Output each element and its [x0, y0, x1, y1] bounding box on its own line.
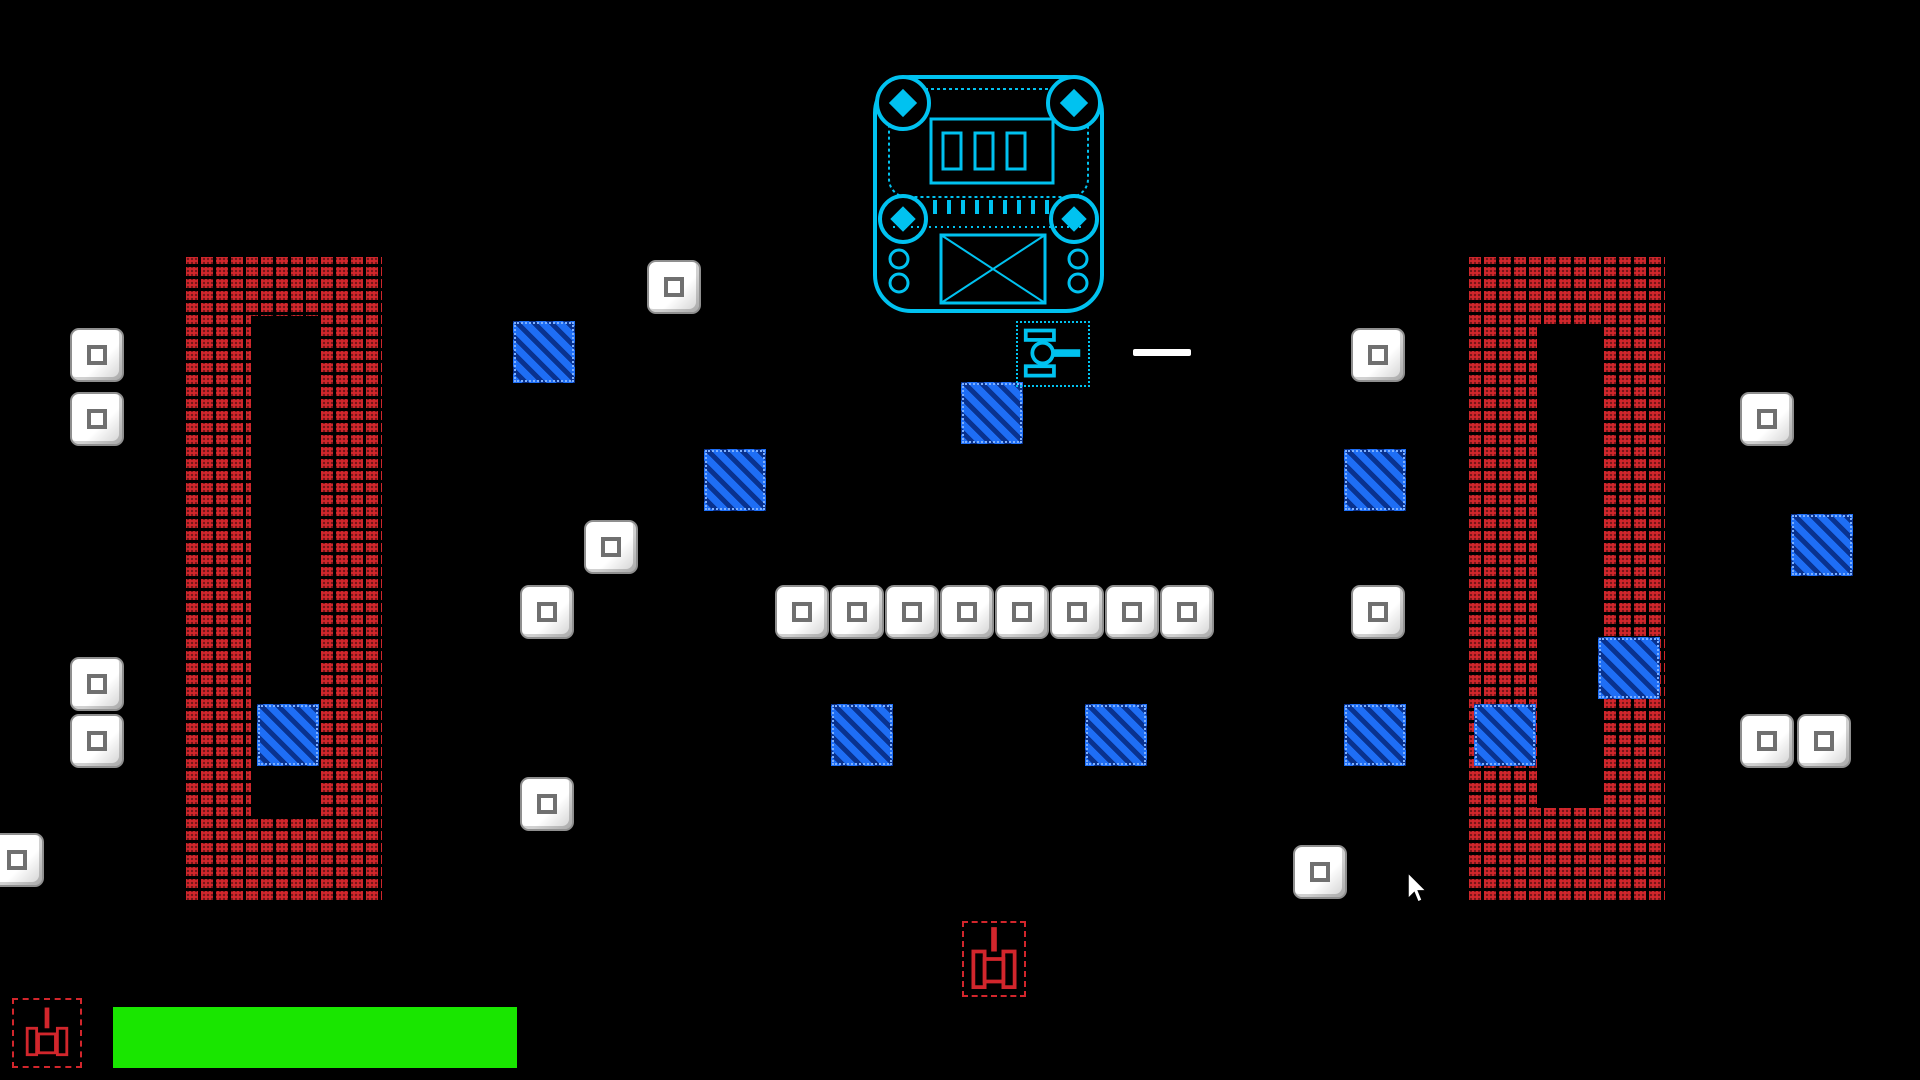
steel-block — [775, 585, 829, 639]
bullet — [1133, 349, 1191, 356]
steel-block — [70, 714, 124, 768]
enemy-selection-box — [962, 921, 1026, 997]
steel-block — [520, 585, 574, 639]
player-tank[interactable] — [1018, 323, 1088, 385]
blue-block — [1598, 637, 1660, 699]
blue-block — [513, 321, 575, 383]
brick-wall-hollow — [1537, 324, 1604, 808]
blue-block — [1474, 704, 1536, 766]
health-bar-fill — [113, 1007, 517, 1068]
blue-block — [1344, 449, 1406, 511]
steel-block — [70, 392, 124, 446]
steel-block — [830, 585, 884, 639]
brick-wall-structure — [186, 257, 382, 900]
blue-block — [831, 704, 893, 766]
steel-block — [1160, 585, 1214, 639]
steel-block — [1105, 585, 1159, 639]
steel-block — [0, 833, 44, 887]
enemy-tank[interactable] — [964, 923, 1024, 995]
player-selection-box — [1016, 321, 1090, 387]
steel-block — [1351, 328, 1405, 382]
steel-block — [70, 328, 124, 382]
cyan-base-graphic — [873, 75, 1104, 313]
steel-block — [1740, 714, 1794, 768]
blue-block — [1344, 704, 1406, 766]
brick-wall-structure — [1469, 257, 1665, 900]
blue-block — [257, 704, 319, 766]
cyan-base[interactable] — [863, 67, 1114, 321]
blue-block — [961, 382, 1023, 444]
steel-block — [70, 657, 124, 711]
steel-block — [995, 585, 1049, 639]
blue-block — [704, 449, 766, 511]
steel-block — [940, 585, 994, 639]
steel-block — [1050, 585, 1104, 639]
steel-block — [1351, 585, 1405, 639]
life-icon-box — [12, 998, 82, 1068]
steel-block — [1797, 714, 1851, 768]
life-tank-icon — [25, 1007, 69, 1057]
steel-block — [1293, 845, 1347, 899]
blue-block — [1085, 704, 1147, 766]
steel-block — [584, 520, 638, 574]
steel-block — [1740, 392, 1794, 446]
mouse-cursor — [1406, 872, 1428, 905]
steel-block — [520, 777, 574, 831]
steel-block — [647, 260, 701, 314]
blue-block — [1791, 514, 1853, 576]
cursor-arrow-icon — [1407, 872, 1428, 903]
health-bar — [113, 1007, 517, 1068]
steel-block — [885, 585, 939, 639]
